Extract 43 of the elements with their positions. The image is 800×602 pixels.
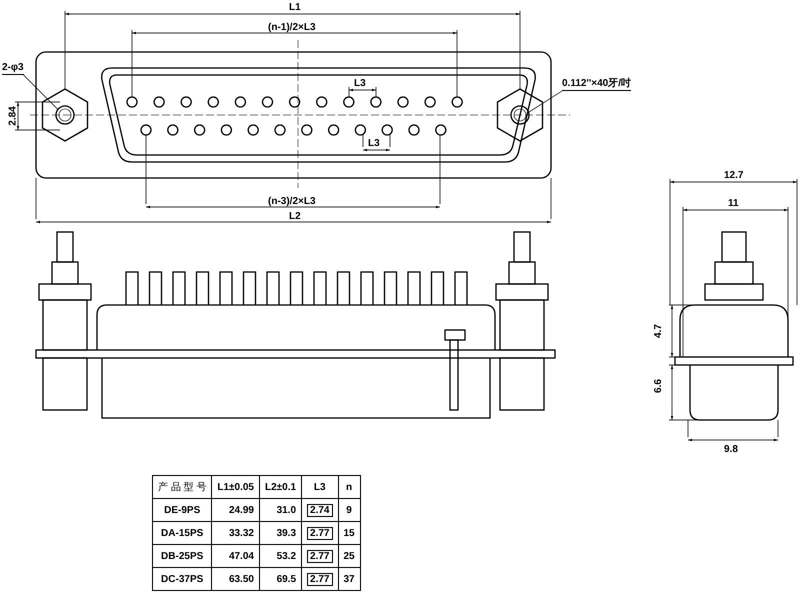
table-cell: 31.0 [259, 498, 302, 522]
table-cell: 25 [338, 544, 360, 568]
dimension-label: 12.7 [724, 170, 744, 182]
callout-label: 2-φ3 [2, 62, 24, 75]
dimension-label: 11 [728, 198, 739, 210]
table-cell: 37 [338, 568, 360, 590]
header-cell: 产 品 型 号 [152, 476, 212, 498]
table-cell: DA-15PS [152, 522, 212, 544]
mounting-hole [510, 105, 530, 125]
header-cell: L2±0.1 [259, 476, 302, 498]
boxed-value: 2.77 [307, 526, 332, 540]
header-cell: n [338, 476, 360, 498]
table-cell: 63.50 [212, 568, 260, 590]
table-cell: 39.3 [259, 522, 302, 544]
table-cell: 33.32 [212, 522, 260, 544]
table-cell: DE-9PS [152, 498, 212, 522]
table-cell: 9 [338, 498, 360, 522]
dimension-label: L1 [289, 2, 301, 14]
boxed-value: 2.74 [307, 504, 332, 516]
dimension-label: 2.84 [8, 106, 20, 126]
dimension-label: (n-1)/2×L3 [268, 22, 316, 34]
dimension-label: 9.8 [724, 444, 738, 456]
leader-line [528, 90, 562, 113]
boxed-value: 2.77 [307, 572, 332, 586]
dimension-label: L2 [289, 211, 301, 223]
dimension-label: (n-3)/2×L3 [268, 196, 316, 208]
mounting-hole [55, 105, 75, 125]
dimension-label: 4.7 [652, 324, 665, 338]
header-cell: L3 [302, 476, 338, 498]
table-cell: 24.99 [212, 498, 260, 522]
table-cell: 47.04 [212, 544, 260, 568]
dimension-label: 6.6 [652, 379, 665, 393]
boxed-value: 2.77 [307, 550, 332, 562]
header-cell: L1±0.05 [212, 476, 260, 498]
table-cell: 15 [338, 522, 360, 544]
dimension-label: L3 [354, 78, 366, 90]
table-cell: 53.2 [259, 544, 302, 568]
leader-line [23, 74, 58, 110]
table-cell: DB-25PS [152, 544, 212, 568]
dimension-label: L3 [368, 138, 380, 150]
callout-label: 0.112''×40牙/吋 [562, 78, 631, 91]
table-cell: DC-37PS [152, 568, 212, 590]
table-cell: 69.5 [259, 568, 302, 590]
